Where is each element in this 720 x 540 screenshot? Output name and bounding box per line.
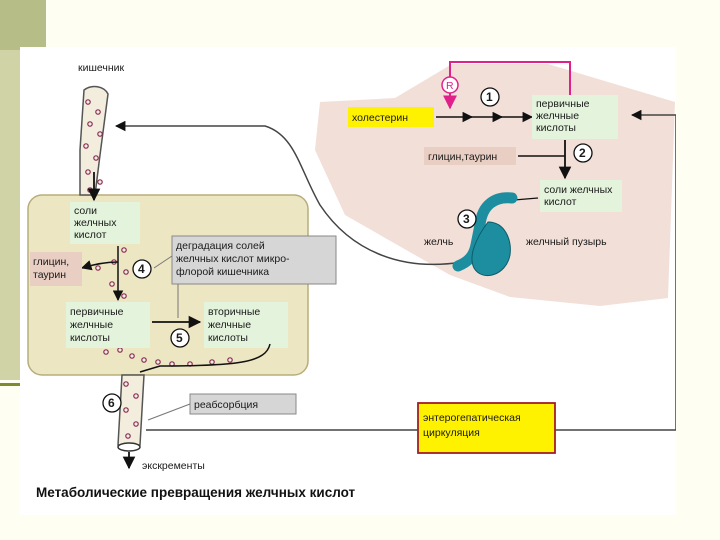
glycine-gut-label: глицин, таурин bbox=[33, 256, 72, 281]
secondary-gut-box bbox=[204, 302, 288, 348]
step-3-circle bbox=[457, 209, 477, 229]
bile-label: желчь bbox=[424, 236, 454, 248]
degradation-label: деградация солей желчных кислот микро- ф… bbox=[176, 240, 292, 278]
bile-acid-diagram: R холестерин 1 первичные желчные кислоты… bbox=[27, 61, 676, 500]
regulation-circle bbox=[441, 76, 459, 94]
colon-opening bbox=[117, 442, 141, 452]
enterohepatic-box bbox=[417, 402, 556, 454]
cholesterol-box bbox=[348, 107, 434, 127]
bile-salts-liver-box bbox=[540, 180, 622, 212]
cholesterol-label: холестерин bbox=[352, 112, 408, 124]
primary-liver-box bbox=[532, 95, 618, 139]
primary-gut-label: первичные желчные кислоты bbox=[70, 306, 126, 344]
gallbladder-shape bbox=[471, 221, 511, 277]
intestine-tube bbox=[79, 85, 109, 196]
degradation-pointer bbox=[153, 255, 179, 318]
colon-tube bbox=[117, 374, 145, 446]
reabsorption-label: реабсорбция bbox=[194, 399, 258, 411]
step-2-label: 2 bbox=[579, 146, 586, 160]
step-3-label: 3 bbox=[463, 212, 470, 226]
step-4-circle bbox=[132, 259, 152, 279]
step-6-label: 6 bbox=[108, 396, 115, 410]
step-2-circle bbox=[573, 143, 593, 163]
bile-duct bbox=[452, 192, 518, 272]
glycine-liver-label: глицин,таурин bbox=[428, 151, 497, 163]
corner-block bbox=[0, 0, 46, 50]
primary-liver-label: первичные желчные кислоты bbox=[536, 98, 592, 134]
gallbladder-label: желчный пузырь bbox=[526, 236, 607, 248]
step-5-circle bbox=[170, 328, 190, 348]
bile-salts-gut-label: соли желчных кислот bbox=[74, 205, 119, 241]
primary-gut-box bbox=[66, 302, 150, 348]
release-arrow bbox=[80, 260, 119, 271]
figure-caption: Метаболические превращения желчных кисло… bbox=[36, 485, 356, 500]
step-4-label: 4 bbox=[138, 262, 145, 276]
bile-salts-gut-box bbox=[70, 202, 140, 244]
intestine-label: кишечник bbox=[78, 62, 125, 74]
excrement-label: экскременты bbox=[142, 460, 205, 472]
bile-return-arc bbox=[114, 120, 463, 266]
secretion-link bbox=[513, 197, 539, 201]
enterohepatic-path bbox=[146, 115, 676, 431]
step-1-circle bbox=[480, 87, 500, 107]
step-1-label: 1 bbox=[486, 90, 493, 104]
enterohepatic-label: энтерогепатическая циркуляция bbox=[423, 412, 524, 439]
step-5-label: 5 bbox=[176, 331, 183, 345]
regulation-label: R bbox=[446, 80, 454, 92]
secondary-outflow bbox=[139, 343, 271, 373]
bile-salts-liver-label: соли желчных кислот bbox=[544, 184, 615, 208]
step-6-circle bbox=[102, 393, 122, 413]
glycine-liver-box bbox=[424, 147, 516, 165]
degradation-callout bbox=[171, 235, 337, 285]
reabsorption-pointer bbox=[147, 403, 191, 421]
secondary-gut-label: вторичные желчные кислоты bbox=[208, 306, 263, 344]
glycine-gut-box bbox=[30, 252, 82, 286]
